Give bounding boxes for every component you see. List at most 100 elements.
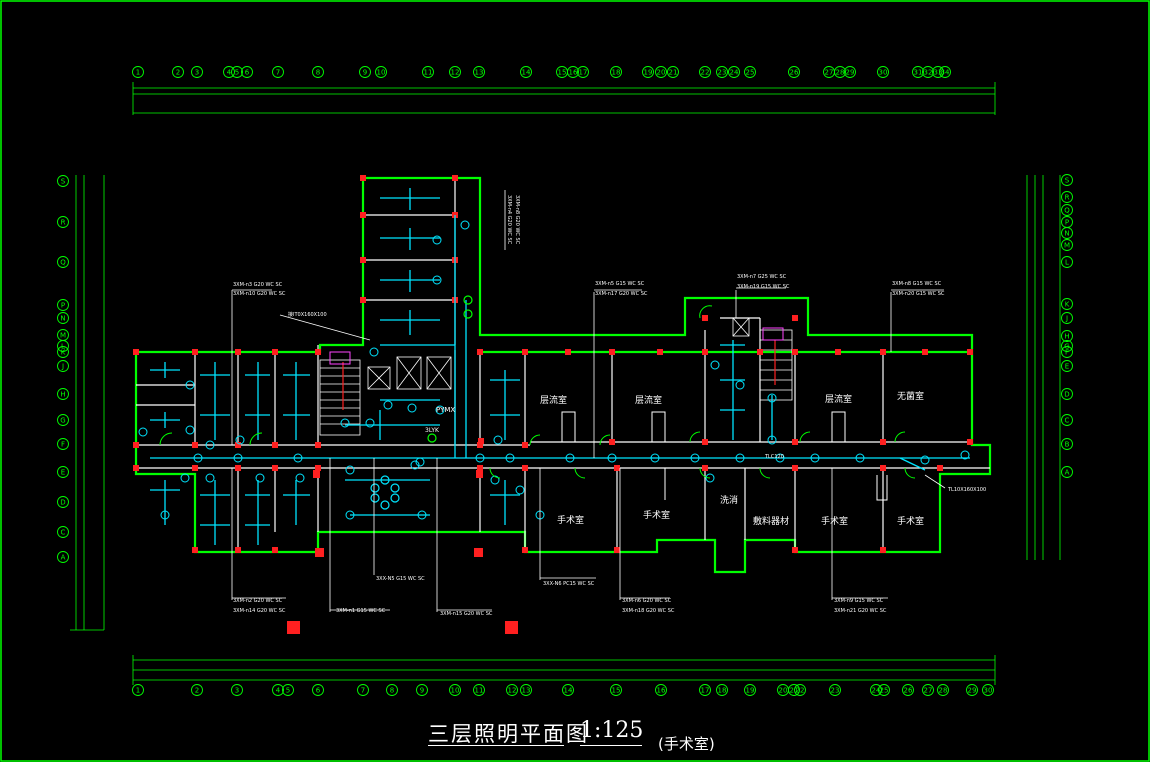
axis-bubble [1061,414,1073,426]
axis-label: 17 [579,69,588,77]
axis-bubble [716,66,728,78]
axis-bubble [473,66,485,78]
axis-bubble [416,684,428,696]
circuit-label: 3XM-n1 G15 WC SC [336,608,386,614]
lamp [607,453,617,463]
axis-label: 5 [235,69,239,77]
lamp [417,510,427,520]
lamp [365,418,375,428]
axis-bubble [57,496,69,508]
axis-bubble [577,66,589,78]
lamp [185,425,195,435]
axis-label: M [1064,242,1070,250]
axis-label: 26 [790,69,799,77]
lamp [295,473,305,483]
axis-label: 12 [451,69,460,77]
axis-label: G [60,417,65,425]
column [880,465,886,471]
axis-label: 30 [984,687,993,695]
axis-label: J [61,363,64,371]
lamp [233,453,243,463]
column [315,349,321,355]
top-dimension-strip [132,82,996,115]
axis-bubble [172,66,184,78]
lamp [493,435,503,445]
axis-bubble [272,684,284,696]
axis-bubble [567,66,579,78]
axis-label: 13 [475,69,484,77]
axis-label: M [60,332,66,340]
axis-label: 13 [522,687,531,695]
tray-label: 接IT0X160X100 [288,311,327,318]
axis-label: S [61,178,66,186]
axis-bubble [506,684,518,696]
lamp [255,473,265,483]
axis-bubble [922,66,934,78]
axis-label: 24 [872,687,881,695]
circuit-label: 3XM-n5 G15 WC SC [595,281,645,287]
axis-bubble [788,684,800,696]
axis-label: 1 [136,687,140,695]
column [702,465,708,471]
column [235,465,241,471]
tray-label: TL10X160X100 [947,487,986,493]
red-markers [287,438,518,634]
axis-bubble [1061,330,1073,342]
lamp [185,380,195,390]
axis-label: 11 [475,687,484,695]
axis-label: A [61,554,66,562]
axis-bubble [312,684,324,696]
column [922,349,928,355]
lamp-symbols [138,220,970,520]
axis-bubble [667,66,679,78]
room-label: 手术室 [897,515,924,527]
room-label: 手术室 [557,514,584,526]
axis-bubble [562,684,574,696]
drawing-scale: 1:125 [580,718,644,743]
axis-label: E [1065,363,1069,371]
room-labels: 层流室 层流室 层流室 无菌室 手术室 手术室 洗消 敷料器材 手术室 手术室 [540,390,924,527]
left-dimension-strip [70,175,105,631]
axis-bubble [57,299,69,311]
column [609,349,615,355]
axis-label: 22 [796,687,805,695]
axis-bubble [1061,174,1073,186]
lamp [435,405,445,415]
axis-label: Q [1064,207,1070,215]
axis-label: 11 [424,69,433,77]
axis-bubble [57,526,69,538]
axis-label: R [1065,194,1070,202]
axis-bubble [1061,466,1073,478]
column [192,349,198,355]
axis-bubble [57,216,69,228]
axis-label: 27 [825,69,834,77]
axis-bubble [422,66,434,78]
column [522,442,528,448]
column [702,349,708,355]
axis-bubble [794,684,806,696]
axis-label: 21 [790,687,799,695]
column [792,547,798,553]
axis-bubble [57,388,69,400]
axis-bubble [449,684,461,696]
axis-label: 14 [564,687,573,695]
lamp [775,453,785,463]
axis-label: Q [60,259,66,267]
lamp [193,453,203,463]
lamp [205,473,215,483]
column [477,442,483,448]
axis-bubble [132,66,144,78]
axis-label: 16 [657,687,666,695]
lamp [340,418,350,428]
axis-bubble [241,66,253,78]
circuit-label: 3XM-n10 G20 WC SC [233,291,286,297]
axis-label: 26 [904,687,913,695]
axis-bubble [1061,438,1073,450]
axis-bubble [1061,312,1073,324]
column [272,442,278,448]
axis-label: A [1065,469,1070,477]
axis-bubble [1061,239,1073,251]
column [757,349,763,355]
axis-label: D [60,499,65,507]
axis-label: 31 [914,69,923,77]
